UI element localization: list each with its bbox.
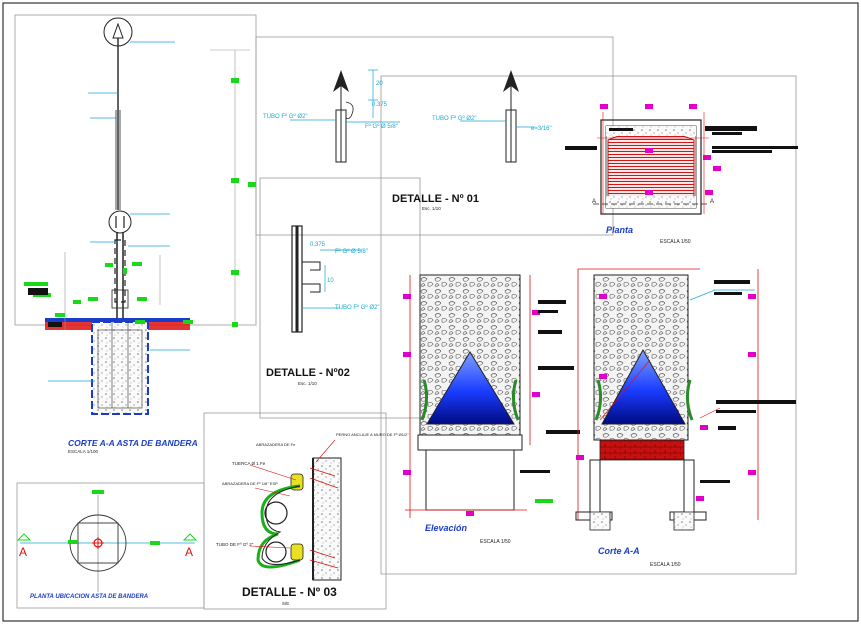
planta-scale: ESCALA 1/50 (660, 239, 691, 245)
d01-tubo-left: TUBO Fº Gº Ø2" (263, 113, 308, 120)
d02-fierro: Fº Gº Ø 5/8" (335, 248, 368, 255)
d03-abrazadera-fe: ABRAZADERA DE Fe (256, 442, 296, 447)
planta-ubicacion-title: PLANTA UBICACION ASTA DE BANDERA (30, 594, 148, 600)
section-marker-a-left: A (19, 545, 27, 559)
planta-plan (565, 104, 798, 215)
detail-03-drawing (249, 439, 342, 581)
detail-02-title: DETALLE - Nº02 (266, 367, 350, 379)
planta-ubicacion-plan (16, 490, 198, 592)
corte-asta-scale: ESCALA 1/100 (68, 449, 99, 454)
planta-marker-a-left: A (592, 199, 596, 205)
elevacion-drawing (403, 274, 580, 518)
corte-aa-title: Corte A-A (598, 546, 640, 556)
d03-abrazadera: ABRAZADERA DE Fº 1/8" ESP. (222, 481, 278, 486)
d01-e316: e=3/16" (531, 126, 552, 132)
d02-dim-0375: 0.375 (310, 242, 326, 248)
d01-dim-20: 20 (376, 81, 383, 87)
section-marker-a-right: A (185, 545, 193, 559)
d01-dim-0375: 0.375 (372, 102, 388, 108)
d02-dim-10: 10 (327, 278, 334, 284)
detail-01-drawing (290, 69, 535, 163)
d02-tubo: TUBO Fº Gº Ø2" (335, 304, 380, 311)
detail-03-title: DETALLE - Nº 03 (242, 585, 337, 599)
planta-title: Planta (606, 225, 633, 235)
detail-02-drawing (291, 225, 362, 333)
elevacion-scale: ESCALA 1/50 (480, 539, 511, 545)
corte-aa-scale: ESCALA 1/50 (650, 562, 681, 568)
flagpole-section (24, 17, 256, 415)
d03-platina: PERNO ANCLAJE A MURO DE Fº Ø1/2" (336, 432, 409, 437)
d01-tubo-right: TUBO Fº Gº Ø2" (432, 115, 477, 122)
planta-marker-a-right: A (710, 199, 714, 205)
elevacion-title: Elevación (425, 523, 468, 533)
detail-01-title: DETALLE - Nº 01 (392, 193, 479, 205)
corte-aa-drawing (575, 268, 796, 531)
d01-fierro: Fº Gº Ø 5/8" (365, 123, 398, 130)
detail-02-scale: Esc. 1/10 (298, 381, 317, 386)
d03-tuerca: TUERCA Ø 1 Fe (232, 461, 266, 466)
detail-03-scale: S/E (282, 601, 289, 606)
detail-01-scale: Esc. 1/10 (422, 206, 441, 211)
corte-asta-title: CORTE A-A ASTA DE BANDERA (68, 438, 198, 448)
d03-tubo: TUBO DE Fº Gº 2" (216, 542, 254, 547)
